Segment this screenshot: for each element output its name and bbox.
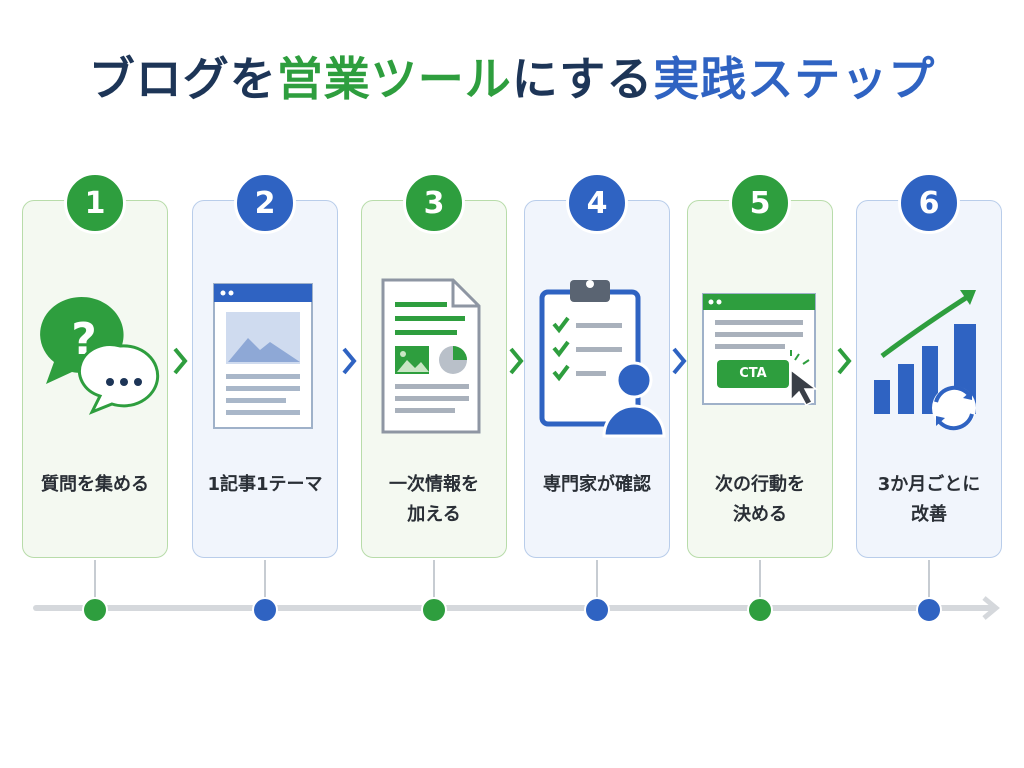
question-chat-icon: ? xyxy=(22,268,168,448)
chevron-right-icon xyxy=(672,347,687,375)
step-badge-4: 4 xyxy=(566,172,628,234)
step-label-1: 質問を集める xyxy=(22,470,168,500)
step-label-5-line1: 次の行動を xyxy=(715,474,805,495)
timeline-dot-1 xyxy=(82,597,108,623)
timeline-connector-3 xyxy=(433,560,435,606)
step-label-6-line1: 3か月ごとに xyxy=(877,474,981,495)
step-label-3-line2: 加える xyxy=(407,504,461,525)
timeline-connector-2 xyxy=(264,560,266,606)
timeline-connector-4 xyxy=(596,560,598,606)
web-article-icon xyxy=(192,268,338,448)
step-label-5: 次の行動を 決める xyxy=(687,470,833,530)
timeline-connector-5 xyxy=(759,560,761,606)
page-title: ブログを営業ツールにする実践ステップ xyxy=(0,52,1024,107)
step-label-1-line1: 質問を集める xyxy=(41,474,149,495)
step-label-3: 一次情報を 加える xyxy=(361,470,507,530)
title-part-1: ブログを xyxy=(88,52,277,106)
cta-label: CTA xyxy=(739,366,767,381)
step-badge-6: 6 xyxy=(898,172,960,234)
timeline-dot-6 xyxy=(916,597,942,623)
step-label-2-line1: 1記事1テーマ xyxy=(207,474,323,495)
timeline-dot-2 xyxy=(252,597,278,623)
document-report-icon xyxy=(361,268,507,448)
growth-cycle-icon xyxy=(856,268,1002,448)
timeline-connector-1 xyxy=(94,560,96,606)
step-badge-3: 3 xyxy=(403,172,465,234)
step-label-4: 専門家が確認 xyxy=(524,470,670,500)
clipboard-expert-icon xyxy=(524,268,670,448)
chevron-right-icon xyxy=(509,347,524,375)
timeline-arrow-icon xyxy=(982,596,1000,620)
timeline-dot-4 xyxy=(584,597,610,623)
step-badge-2: 2 xyxy=(234,172,296,234)
title-part-2: 営業ツール xyxy=(276,52,512,106)
title-part-3: にする xyxy=(511,52,654,106)
cta-click-icon: CTA xyxy=(687,268,833,448)
step-label-2: 1記事1テーマ xyxy=(192,470,338,500)
chevron-right-icon xyxy=(837,347,852,375)
timeline-dot-3 xyxy=(421,597,447,623)
step-label-5-line2: 決める xyxy=(733,504,787,525)
timeline-connector-6 xyxy=(928,560,930,606)
step-label-4-line1: 専門家が確認 xyxy=(543,474,651,495)
title-part-4: 実践ステップ xyxy=(653,52,936,106)
step-label-3-line1: 一次情報を xyxy=(389,474,479,495)
step-label-6: 3か月ごとに 改善 xyxy=(856,470,1002,530)
timeline-dot-5 xyxy=(747,597,773,623)
timeline xyxy=(33,596,1000,620)
step-badge-5: 5 xyxy=(729,172,791,234)
step-label-6-line2: 改善 xyxy=(911,504,947,525)
chevron-right-icon xyxy=(173,347,188,375)
step-badge-1: 1 xyxy=(64,172,126,234)
chevron-right-icon xyxy=(342,347,357,375)
